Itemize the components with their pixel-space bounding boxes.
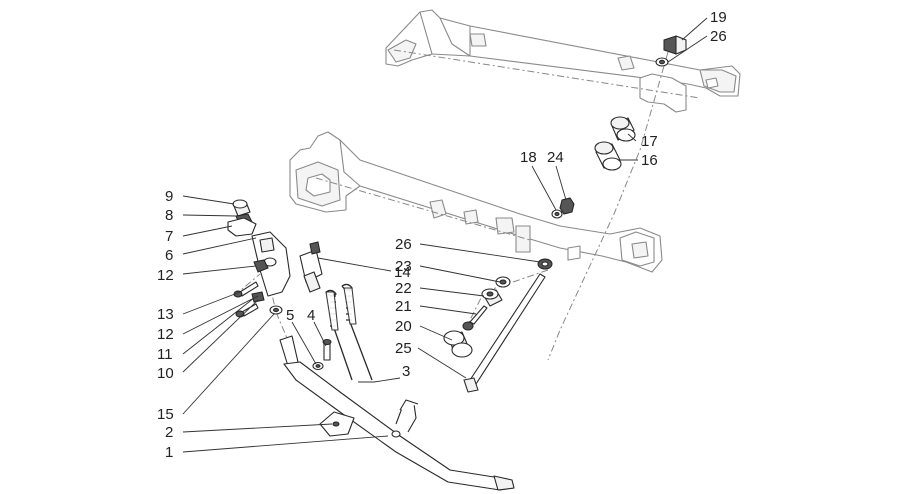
nut-12-upper	[253, 259, 269, 273]
callout-24: 24	[547, 149, 564, 166]
washer-26-upper	[655, 57, 669, 67]
callout-20: 20	[395, 318, 412, 335]
callout-15: 15	[157, 406, 174, 423]
pivot-bolt-25	[463, 273, 546, 393]
nut-12-lower	[251, 291, 265, 303]
callout-10: 10	[157, 365, 174, 382]
callout-9: 9	[165, 188, 173, 205]
callout-13: 13	[157, 306, 174, 323]
callout-21: 21	[395, 298, 412, 315]
switch-14	[299, 241, 323, 293]
bushing-17	[610, 116, 636, 142]
callout-12-upper: 12	[157, 267, 174, 284]
callout-26-lower: 26	[395, 236, 412, 253]
callout-7: 7	[165, 228, 173, 245]
callout-25: 25	[395, 340, 412, 357]
bracket-7	[227, 217, 257, 237]
callout-19: 19	[710, 9, 727, 26]
washer-5	[312, 361, 324, 371]
callout-12-lower: 12	[157, 326, 174, 343]
bolt-21	[462, 305, 488, 331]
callout-3: 3	[402, 363, 410, 380]
callout-labels: 1 2 3 4 5 6 7 8 9 10 11 12 12 13 14 15 1…	[157, 9, 727, 461]
callout-14: 14	[394, 264, 411, 281]
callout-17: 17	[641, 133, 658, 150]
side-stand-1	[279, 335, 515, 491]
callout-6: 6	[165, 247, 173, 264]
callout-4: 4	[307, 307, 315, 324]
washer-18	[551, 209, 563, 219]
callout-22: 22	[395, 280, 412, 297]
leader-lines	[182, 17, 708, 453]
callout-23: 23	[395, 258, 412, 275]
washer-23	[495, 276, 511, 288]
callout-8: 8	[165, 207, 173, 224]
washer-26-lower	[537, 258, 553, 270]
upper-frame-crossmember	[385, 9, 741, 113]
callout-16: 16	[641, 152, 658, 169]
spacer-16	[594, 141, 622, 171]
nut-24	[559, 197, 575, 215]
callout-2: 2	[165, 424, 173, 441]
callout-11: 11	[157, 346, 173, 363]
washer-15	[269, 305, 283, 315]
return-springs-3	[325, 283, 373, 381]
plate-6	[251, 231, 291, 297]
rubber-pad-20	[443, 330, 473, 358]
callout-1: 1	[165, 444, 173, 461]
bracket-2	[319, 411, 355, 437]
callout-26-upper: 26	[710, 28, 727, 45]
callout-5: 5	[286, 307, 294, 324]
bolt-4	[322, 339, 332, 361]
nut-19	[663, 35, 687, 55]
bushing-22	[481, 288, 503, 307]
bolt-13	[233, 281, 259, 298]
lower-frame-crossmember	[289, 131, 663, 273]
callout-18: 18	[520, 149, 537, 166]
